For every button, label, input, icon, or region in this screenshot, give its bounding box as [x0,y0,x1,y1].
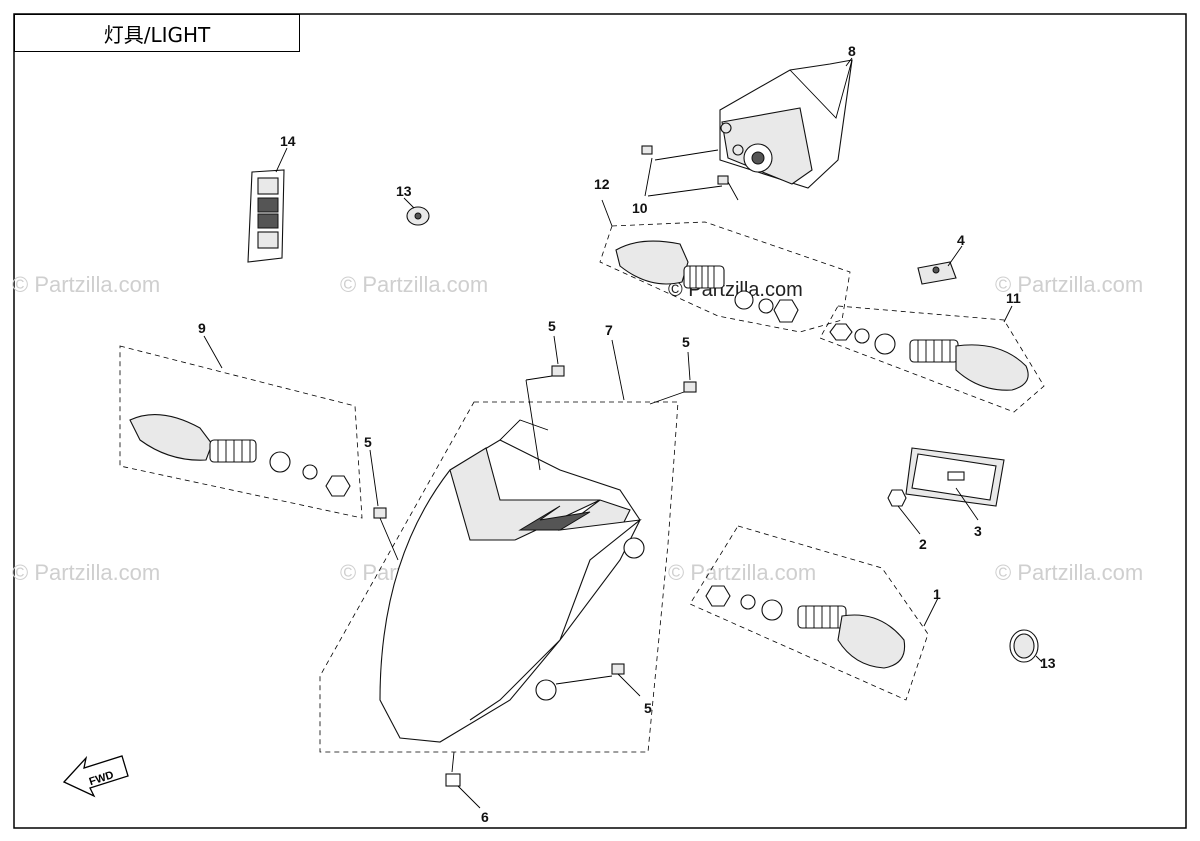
part-1-group-outline [689,525,929,701]
part-12-group-outline [599,221,851,333]
watermark: © Partzilla.com [340,272,488,297]
callout-3: 3 [974,523,982,539]
part-4-bracket [917,261,957,285]
callout-7: 7 [605,322,613,338]
diagram-title: 灯具/LIGHT [14,14,300,52]
callout-14: 14 [280,133,296,149]
callout-13: 13 [1040,655,1056,671]
watermark: © Partzilla.com [995,560,1143,585]
callout-5: 5 [682,334,690,350]
part-1-turn-signal [705,585,906,669]
callout-1: 1 [933,586,941,602]
callout-13: 13 [396,183,412,199]
callout-9: 9 [198,320,206,336]
watermark: © Partzilla.com [12,560,160,585]
part-8-light-housing [719,59,853,189]
part-11-group-outline [819,305,1045,413]
part-9-turn-signal [129,414,351,497]
part-14-switch [247,169,285,263]
callout-11: 11 [1006,290,1021,306]
part-5-screws [373,365,697,675]
callout-5: 5 [548,318,556,334]
callout-2: 2 [919,536,927,552]
part-7-headlight [379,419,645,743]
part-2-nut [887,489,907,507]
part-13-grommet [406,206,430,226]
part-3-reflector [905,447,1005,507]
part-10-screws [641,145,729,185]
watermark: © Partzilla.com [12,272,160,297]
part-6-clip [445,773,461,787]
part-13-grommet [1009,629,1039,663]
part-12-turn-signal [615,240,799,323]
callout-6: 6 [481,809,489,825]
watermark: © Partzilla.com [995,272,1143,297]
part-9-group-outline [119,345,363,519]
callout-8: 8 [848,43,856,59]
callout-12: 12 [594,176,610,192]
diagram-border [13,13,1187,829]
callout-5: 5 [364,434,372,450]
callout-10: 10 [632,200,648,216]
fwd-arrow-icon: FWD [62,755,129,798]
callout-5: 5 [644,700,652,716]
part-11-turn-signal [829,323,1029,391]
watermark: © Partzilla.com [668,560,816,585]
callout-4: 4 [957,232,965,248]
